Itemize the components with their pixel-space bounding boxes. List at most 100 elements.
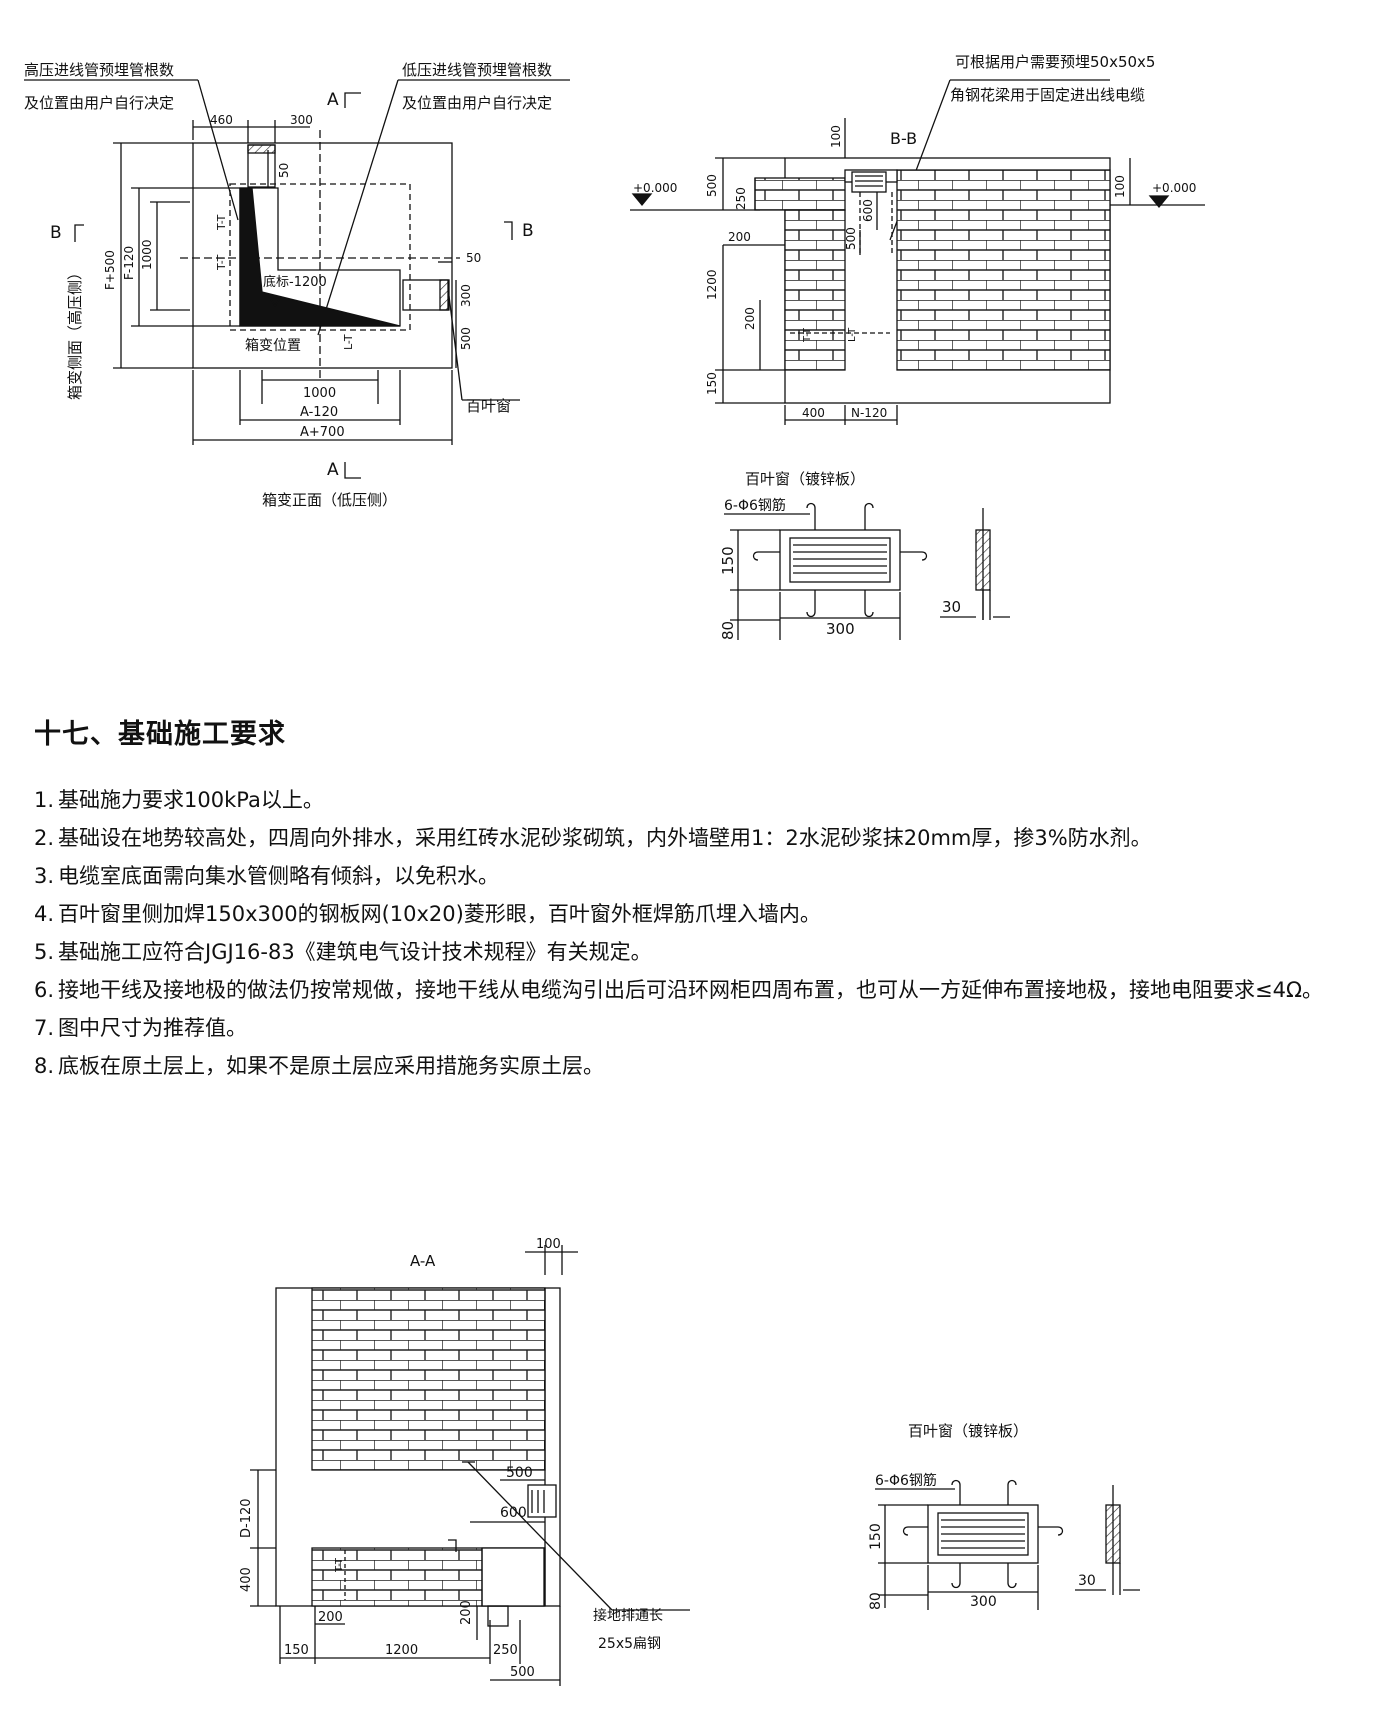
aa-dim-500: 500 [506, 1465, 533, 1481]
plan-outer-slab [192, 142, 453, 369]
bb-dim-600: 600 [861, 199, 875, 222]
section-a-top: A [327, 90, 339, 110]
item-number: 1. [34, 788, 55, 812]
bb-brick-right [896, 169, 1111, 371]
item-number: 7. [34, 1016, 55, 1040]
item-number: 5. [34, 940, 55, 964]
bb-dim-n120: N-120 [851, 406, 887, 420]
hv-note-line1: 高压进线管预埋管根数 [24, 61, 174, 79]
bb-elev-right: +0.000 [1152, 181, 1196, 195]
bb-dim-250: 250 [734, 187, 748, 210]
requirement-list: 1.基础施力要求100kPa以上。 2.基础设在地势较高处，四周向外排水，采用红… [34, 781, 1354, 1085]
aa-dim-600: 600 [500, 1505, 527, 1521]
dim-500-v: 500 [459, 327, 473, 350]
louver-bottom-frame [927, 1504, 1039, 1564]
item-text: 图中尺寸为推荐值。 [58, 1016, 247, 1040]
bottom-elevation: 底标-1200 [263, 274, 327, 290]
lv-note-line2: 及位置由用户自行决定 [402, 94, 552, 112]
dim-a700: A+700 [300, 425, 345, 440]
item-number: 6. [34, 978, 55, 1002]
louver-detail-bottom: 百叶窗（镀锌板） 6-Φ6钢筋 150 80 300 30 [868, 1422, 1140, 1610]
dim-1000-v: 1000 [140, 239, 154, 270]
item-number: 2. [34, 826, 55, 850]
bb-dim-400: 400 [802, 406, 825, 420]
bb-section: 可根据用户需要预埋50x50x5 角钢花梁用于固定进出线电缆 B-B +0.00… [630, 53, 1205, 425]
item-text: 基础施力要求100kPa以上。 [58, 788, 324, 812]
section-a-bottom: A [327, 460, 339, 480]
dim-300-v: 300 [459, 284, 473, 307]
hv-note-line2: 及位置由用户自行决定 [24, 94, 174, 112]
louver-bottom-dim-150: 150 [868, 1523, 884, 1550]
bb-dim-500-b: 500 [844, 227, 858, 250]
aa-dim-150: 150 [284, 1643, 309, 1658]
louver-top-frame [779, 529, 901, 591]
item-text: 底板在原土层上，如果不是原土层应采用措施务实原土层。 [58, 1054, 604, 1078]
aa-dim-200-a: 200 [318, 1610, 343, 1625]
svg-text:L-T: L-T [847, 327, 858, 342]
louver-bottom-rebar: 6-Φ6钢筋 [875, 1472, 937, 1489]
aa-angle-steel [527, 1484, 557, 1518]
requirement-item: 1.基础施力要求100kPa以上。 [34, 781, 1354, 819]
svg-text:T-T: T-T [334, 1557, 345, 1573]
bb-dim-100-top: 100 [829, 125, 843, 148]
section-b-left: B [50, 223, 62, 243]
louver-top-dim-80: 80 [719, 621, 737, 640]
bb-dim-500: 500 [705, 174, 719, 197]
top-drawings: 高压进线管预埋管根数 及位置由用户自行决定 低压进线管预埋管根数 及位置由用户自… [24, 53, 1205, 640]
svg-text:L-T: L-T [342, 334, 355, 350]
dim-1000-h: 1000 [303, 386, 336, 401]
aa-title: A-A [410, 1252, 436, 1270]
dim-460: 460 [210, 113, 233, 127]
front-caption: 箱变正面（低压侧） [262, 491, 397, 509]
louver-bottom-dim-300: 300 [970, 1594, 997, 1610]
item-text: 接地干线及接地极的做法仍按常规做，接地干线从电缆沟引出后可沿环网柜四周布置，也可… [58, 978, 1323, 1002]
requirement-item: 8.底板在原土层上，如果不是原土层应采用措施务实原土层。 [34, 1047, 1354, 1085]
bb-dim-200-b: 200 [743, 307, 757, 330]
dim-50-top: 50 [277, 163, 291, 178]
dim-f120: F-120 [122, 246, 136, 280]
louver-bottom-dim-80: 80 [868, 1592, 884, 1610]
bb-title: B-B [890, 129, 917, 148]
item-text: 基础设在地势较高处，四周向外排水，采用红砖水泥砂浆砌筑，内外墙壁用1：2水泥砂浆… [58, 826, 1152, 850]
section-b-right: B [522, 221, 534, 241]
svg-text:T-T: T-T [802, 327, 813, 343]
louver-top-title: 百叶窗（镀锌板） [745, 470, 865, 488]
bb-dim-100-right: 100 [1113, 175, 1127, 198]
plan-sloped-floor [239, 187, 401, 327]
aa-brick-upper [311, 1287, 546, 1471]
aa-section: A-A 100 500 600 接地排通长 25x5扁钢 T-T D-120 [239, 1237, 690, 1686]
dim-a120: A-120 [300, 405, 338, 420]
aa-dim-500-b: 500 [510, 1665, 535, 1680]
requirement-item: 7.图中尺寸为推荐值。 [34, 1009, 1354, 1047]
aa-dim-200-b: 200 [459, 1600, 474, 1625]
louver-detail-top: 百叶窗（镀锌板） 6-Φ6钢筋 150 80 300 30 [719, 470, 1010, 640]
bb-dim-150: 150 [705, 372, 719, 395]
aa-dim-1200: 1200 [385, 1643, 418, 1658]
bb-elev-left: +0.000 [633, 181, 677, 195]
louver-top-dim-30: 30 [942, 598, 961, 616]
bb-dim-200-a: 200 [728, 230, 751, 244]
dim-300: 300 [290, 113, 313, 127]
louver-top-dim-150: 150 [719, 546, 737, 575]
construction-requirements: 十七、基础施工要求 1.基础施力要求100kPa以上。 2.基础设在地势较高处，… [34, 712, 1354, 1085]
item-number: 3. [34, 864, 55, 888]
plan-view: 高压进线管预埋管根数 及位置由用户自行决定 低压进线管预埋管根数 及位置由用户自… [24, 61, 570, 509]
plan-louver [402, 279, 450, 311]
item-text: 电缆室底面需向集水管侧略有倾斜，以免积水。 [58, 864, 499, 888]
louver-top-rebar: 6-Φ6钢筋 [724, 497, 786, 514]
bb-dim-1200: 1200 [705, 269, 719, 300]
bb-note-line2: 角钢花梁用于固定进出线电缆 [950, 86, 1145, 104]
item-number: 8. [34, 1054, 55, 1078]
bb-brick-left-top [754, 177, 846, 211]
bb-angle-steel [851, 171, 887, 193]
bb-brick-left [784, 209, 846, 371]
svg-text:T-T: T-T [215, 214, 228, 231]
louver-label: 百叶窗 [466, 397, 511, 415]
aa-dim-d120: D-120 [239, 1498, 254, 1538]
item-text: 百叶窗里侧加焊150x300的钢板网(10x20)菱形眼，百叶窗外框焊筋爪埋入墙… [58, 902, 821, 926]
aa-ground-line1: 接地排通长 [593, 1607, 663, 1624]
requirement-item: 4.百叶窗里侧加焊150x300的钢板网(10x20)菱形眼，百叶窗外框焊筋爪埋… [34, 895, 1354, 933]
side-caption: 箱变侧面（高压侧） [66, 265, 84, 400]
bottom-drawings: A-A 100 500 600 接地排通长 25x5扁钢 T-T D-120 [239, 1237, 1140, 1686]
section-heading: 十七、基础施工要求 [34, 719, 286, 750]
